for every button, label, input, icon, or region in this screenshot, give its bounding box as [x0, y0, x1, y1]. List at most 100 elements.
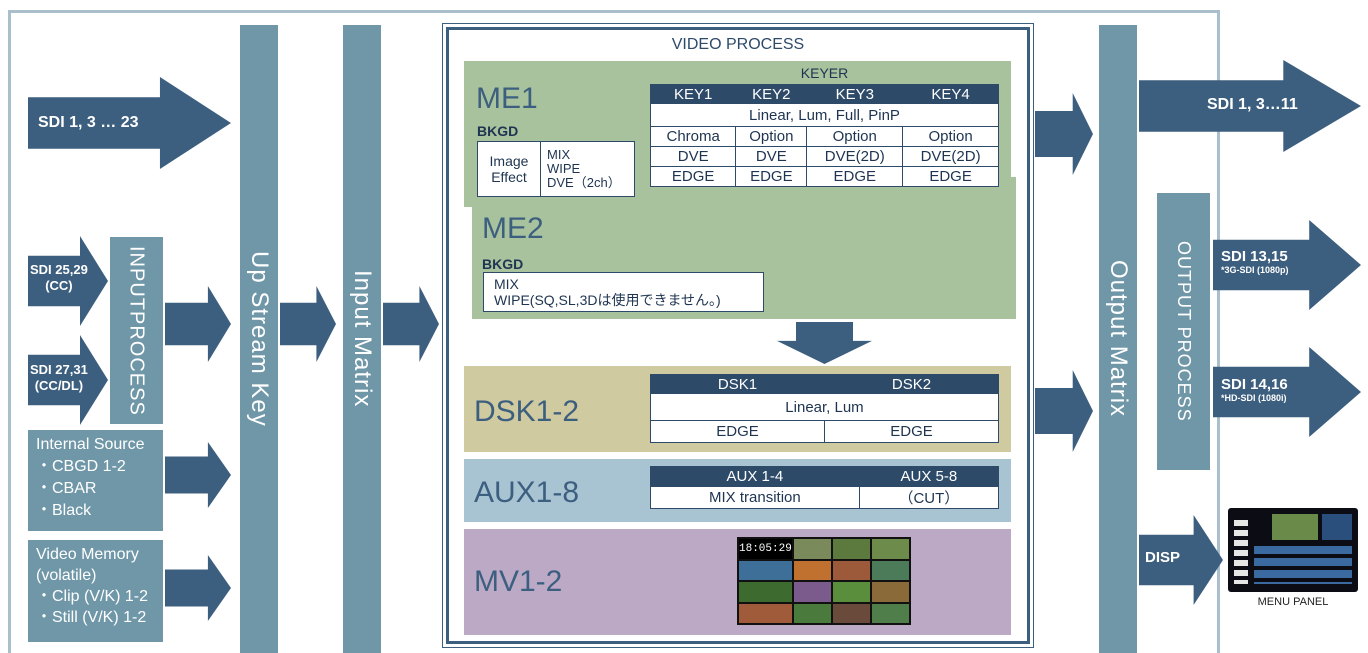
- menu-panel-buttons: [1234, 520, 1248, 584]
- keyer-cell: EDGE: [806, 166, 904, 187]
- mv-tile: [871, 603, 909, 623]
- me2-modes-box: MIX WIPE(SQ,SL,3Dは使用できません。): [483, 272, 764, 312]
- up-stream-key-label: Up Stream Key: [246, 251, 273, 427]
- keyer-cell: DVE: [649, 146, 737, 167]
- mv-tile: [793, 582, 831, 602]
- keyer-cell: Option: [735, 126, 808, 147]
- mv-tile: [739, 603, 792, 623]
- keyer-cell: Chroma: [649, 126, 737, 147]
- keyer-header-1: KEY1: [649, 84, 737, 104]
- aux-table: AUX 1-4 AUX 5-8 MIX transition （CUT）: [650, 466, 1000, 509]
- aux-header-1: AUX 1-4: [650, 466, 860, 487]
- keyer-cell: Option: [806, 126, 904, 147]
- internal-source-title: Internal Source: [36, 436, 145, 453]
- video-memory-box: Video Memory (volatile) ・Clip (V/K) 1-2 …: [28, 540, 163, 642]
- me2-title: ME2: [482, 212, 544, 245]
- aux-title: AUX1-8: [474, 476, 580, 509]
- me2-mode-mix: MIX: [494, 276, 519, 292]
- output-process-bar: OUTPUT PROCESS: [1157, 193, 1210, 470]
- output-label-sdi-13: SDI 13,15 *3G-SDI (1080p): [1221, 248, 1289, 275]
- video-process-frame: [442, 23, 1034, 648]
- keyer-cell: DVE(2D): [902, 146, 999, 167]
- input-label-sdi-main: SDI 1, 3 … 23: [38, 114, 139, 131]
- keyer-title: KEYER: [800, 65, 849, 81]
- keyer-header-4: KEY4: [902, 84, 999, 104]
- aux-header-2: AUX 5-8: [858, 466, 1000, 487]
- output-process-label: OUTPUT PROCESS: [1174, 241, 1194, 422]
- me2-mode-wipe: WIPE(SQ,SL,3Dは使用できません。): [494, 292, 721, 308]
- input-process-bar: INPUT PROCESS: [110, 237, 163, 424]
- keyer-cell: Option: [902, 126, 999, 147]
- video-memory-still: ・Still (V/K) 1-2: [36, 609, 147, 626]
- mv-tile: [832, 539, 870, 559]
- input-matrix-bar: Input Matrix: [343, 25, 381, 653]
- mv-tile: [793, 603, 831, 623]
- mv-tile: [739, 560, 792, 580]
- sdi-27-line1: SDI 27,31: [30, 362, 88, 377]
- me1-title: ME1: [476, 82, 538, 115]
- image-effect-line2: Effect: [491, 169, 527, 185]
- sdi-27-line2: (CC/DL): [34, 378, 84, 393]
- dsk-header-1: DSK1: [650, 374, 825, 394]
- dsk-edge-1: EDGE: [650, 420, 825, 443]
- video-memory-volatile: (volatile): [36, 567, 97, 584]
- keyer-cell: EDGE: [649, 166, 737, 187]
- menu-panel-preview: [1272, 514, 1318, 540]
- input-label-sdi-27: SDI 27,31 (CC/DL): [30, 362, 88, 394]
- keyer-common-modes: Linear, Lum, Full, PinP: [650, 103, 999, 127]
- mv-tile: [832, 603, 870, 623]
- me1-mode-mix: MIX: [547, 147, 571, 162]
- me1-mode-wipe: WIPE: [547, 161, 581, 176]
- output-label-disp: DISP: [1145, 549, 1181, 566]
- keyer-header-2: KEY2: [735, 84, 808, 104]
- sdi-25-line1: SDI 25,29: [30, 262, 88, 277]
- sdi-25-line2: (CC): [45, 278, 73, 293]
- input-matrix-label: Input Matrix: [349, 270, 376, 408]
- system-frame: [8, 10, 1220, 653]
- menu-panel-label: MENU PANEL: [1257, 596, 1329, 608]
- me1-bkgd-label: BKGD: [477, 123, 519, 139]
- dsk-edge-2: EDGE: [824, 420, 999, 443]
- output-label-sdi-14: SDI 14,16 *HD-SDI (1080i): [1221, 376, 1288, 403]
- multiview-thumbnail: 18:05:29: [737, 537, 911, 625]
- me1-bkgd-box: Image Effect MIX WIPE DVE（2ch）: [477, 141, 635, 197]
- output-matrix-bar: Output Matrix: [1099, 25, 1137, 653]
- input-label-sdi-25: SDI 25,29 (CC): [30, 262, 88, 294]
- me1-bkgd-modes: MIX WIPE DVE（2ch）: [541, 142, 621, 196]
- keyer-table: KEY1 KEY2 KEY3 KEY4 Linear, Lum, Full, P…: [649, 84, 999, 187]
- output-matrix-label: Output Matrix: [1105, 260, 1132, 418]
- keyer-header-3: KEY3: [806, 84, 904, 104]
- mv-tile: [832, 582, 870, 602]
- sdi-13-line2: *3G-SDI (1080p): [1221, 265, 1289, 275]
- me1-mode-dve: DVE（2ch）: [547, 175, 621, 190]
- video-memory-clip: ・Clip (V/K) 1-2: [36, 588, 149, 605]
- menu-panel-rows: [1254, 546, 1352, 584]
- mv-title: MV1-2: [474, 565, 563, 598]
- internal-source-cbgd: ・CBGD 1-2: [36, 458, 126, 475]
- video-process-title: VIDEO PROCESS: [671, 36, 805, 53]
- sdi-14-line1: SDI 14,16: [1221, 376, 1288, 393]
- keyer-cell: EDGE: [902, 166, 999, 187]
- keyer-cell: DVE(2D): [806, 146, 904, 167]
- keyer-cell: DVE: [735, 146, 808, 167]
- me1-image-effect: Image Effect: [478, 142, 541, 196]
- dsk-common-modes: Linear, Lum: [650, 393, 999, 421]
- menu-panel-image: [1228, 508, 1358, 592]
- internal-source-box: Internal Source ・CBGD 1-2 ・CBAR ・Black: [28, 430, 163, 531]
- mv-clock-tile: 18:05:29: [739, 539, 792, 559]
- input-process-line1: INPUT: [125, 245, 148, 311]
- sdi-13-line1: SDI 13,15: [1221, 248, 1288, 265]
- mv-tile: [793, 539, 831, 559]
- keyer-cell: EDGE: [735, 166, 808, 187]
- mv-tile: [871, 582, 909, 602]
- output-label-sdi-main: SDI 1, 3…11: [1207, 96, 1298, 113]
- mv-tile: [832, 560, 870, 580]
- mv-clock: 18:05:29: [739, 542, 792, 555]
- menu-panel-widget: [1322, 514, 1352, 540]
- mv-tile: [871, 560, 909, 580]
- sdi-14-line2: *HD-SDI (1080i): [1221, 393, 1287, 403]
- mv-tile: [871, 539, 909, 559]
- video-memory-title: Video Memory: [36, 546, 139, 563]
- internal-source-cbar: ・CBAR: [36, 480, 97, 497]
- dsk-header-2: DSK2: [824, 374, 999, 394]
